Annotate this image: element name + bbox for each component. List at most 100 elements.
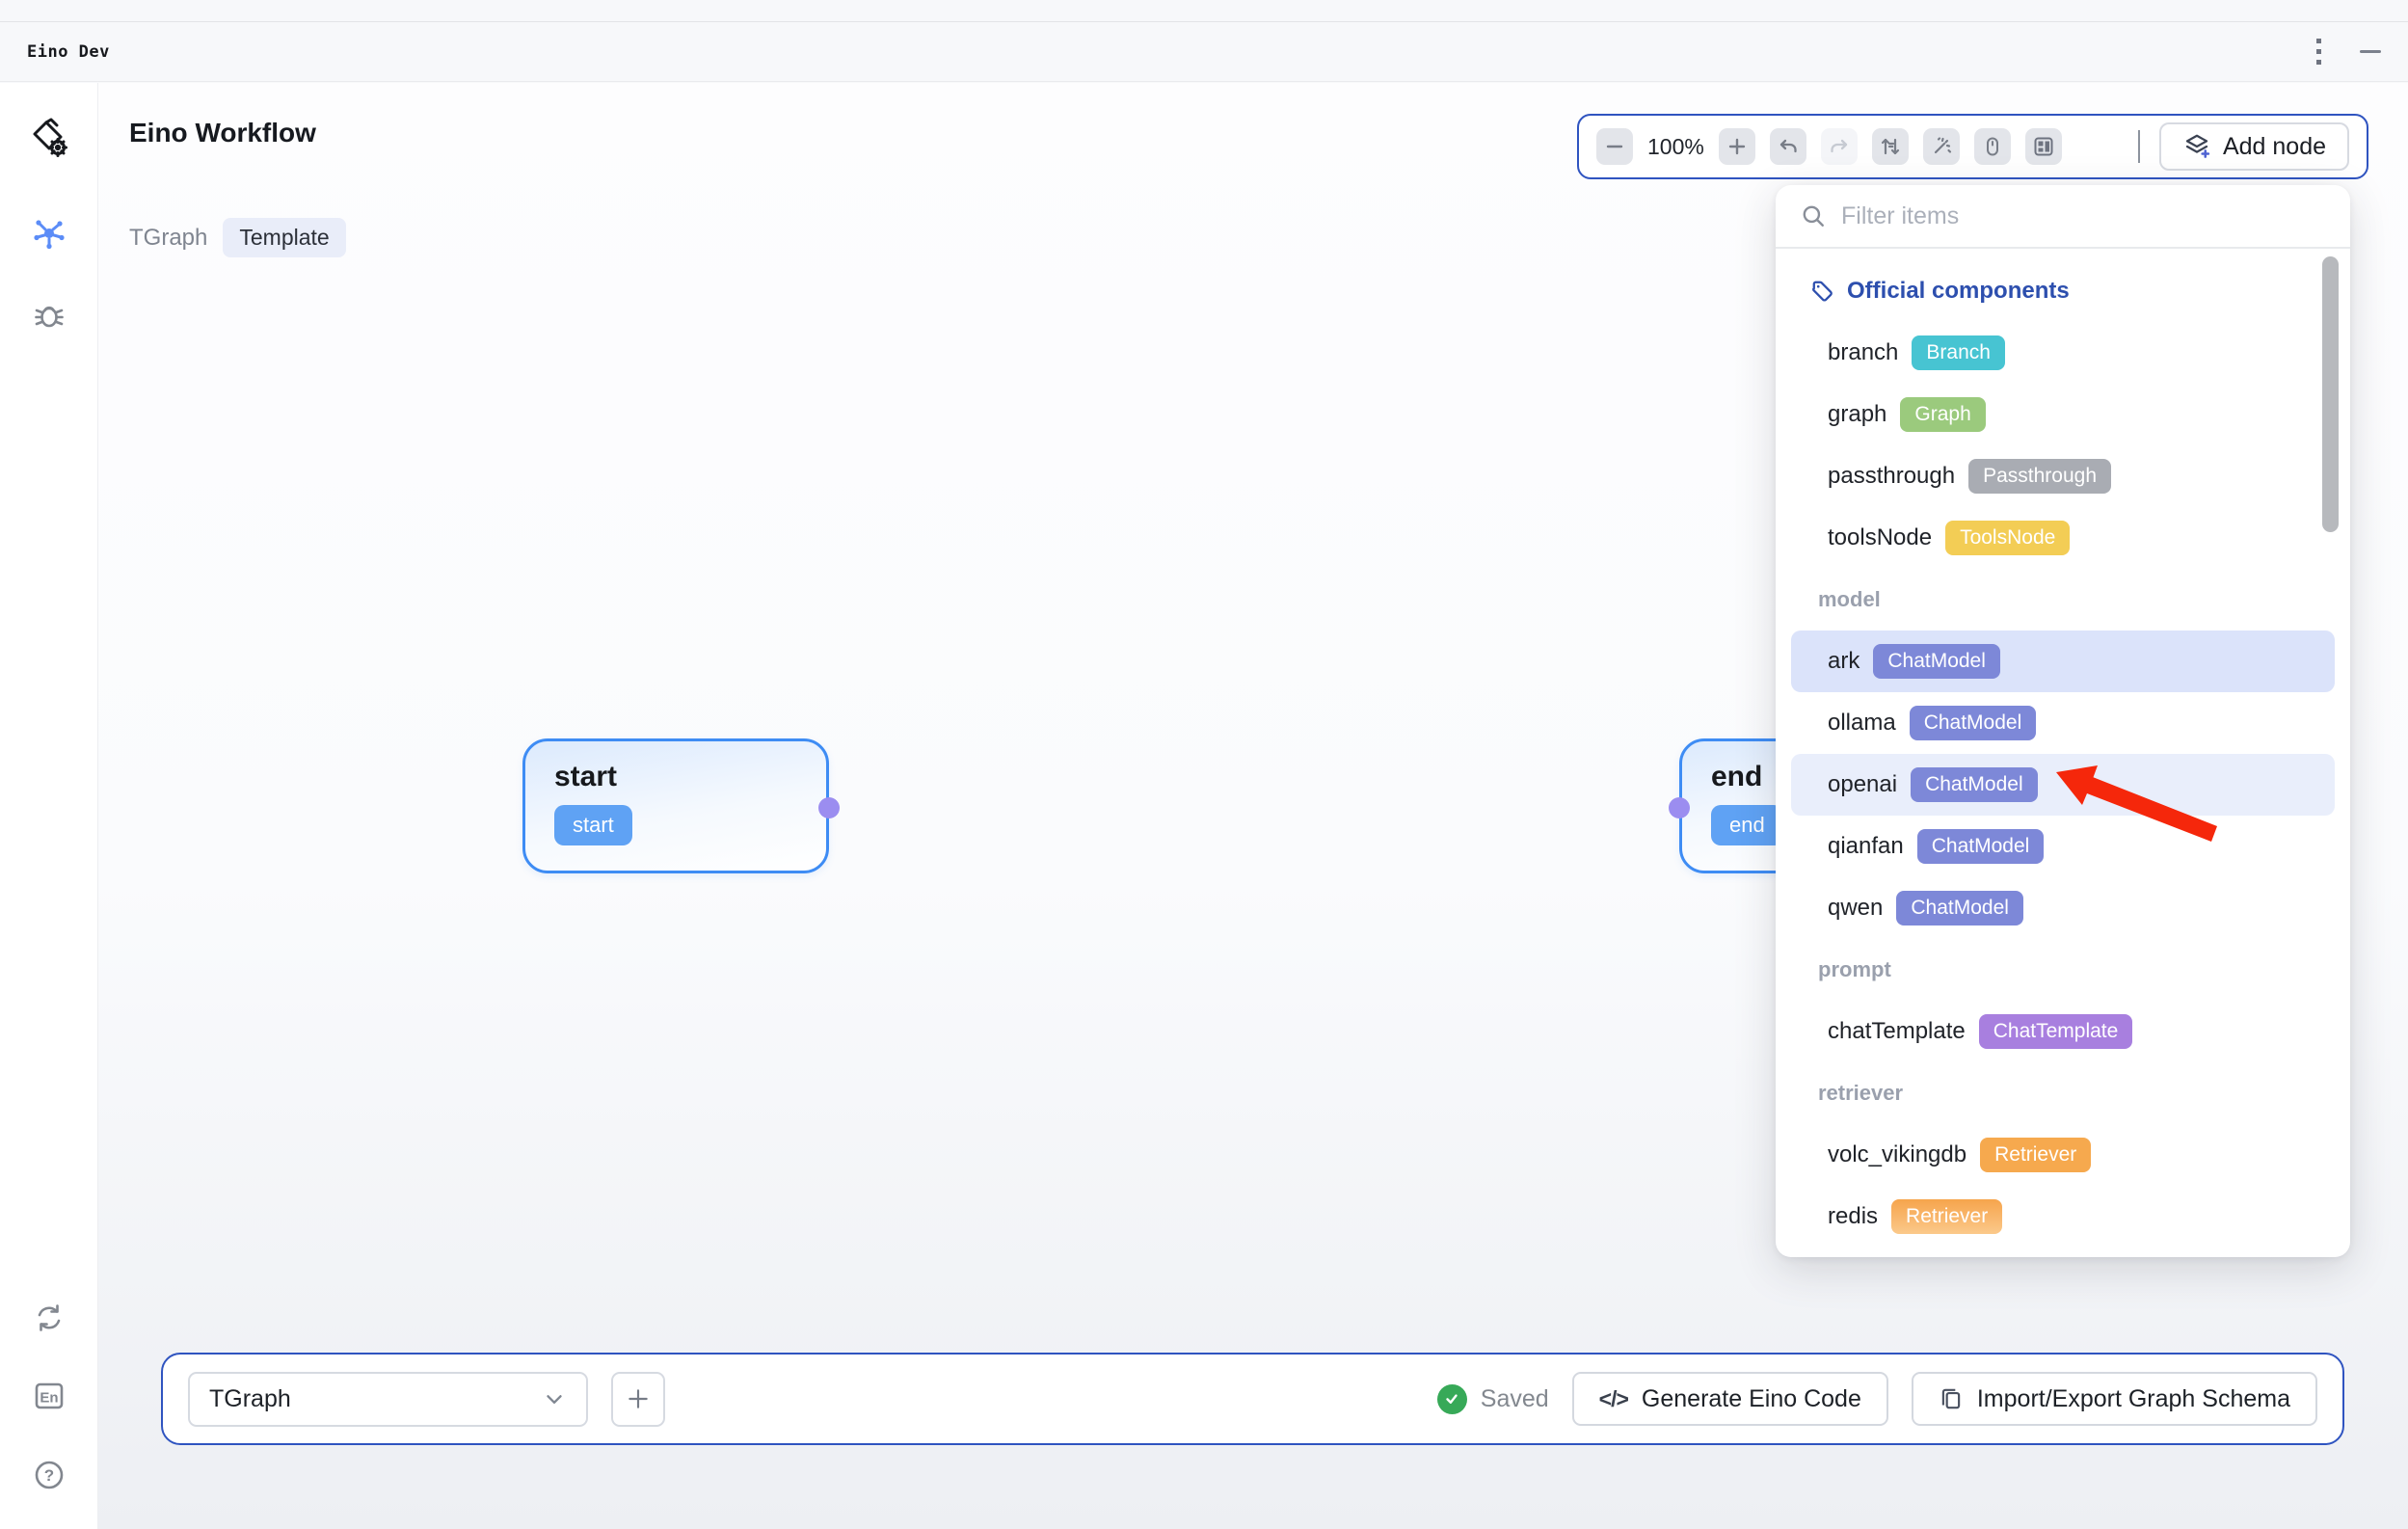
template-badge: Template [223,218,346,257]
generate-code-label: Generate Eino Code [1641,1384,1861,1412]
workflow-select[interactable]: TGraph [188,1371,588,1427]
component-name: openai [1828,771,1898,797]
component-item-chatTemplate[interactable]: chatTemplate ChatTemplate [1791,1001,2335,1062]
add-node-label: Add node [2222,132,2326,160]
refresh-icon[interactable] [33,1301,66,1334]
component-type-badge: ChatModel [1896,891,2023,925]
end-input-port[interactable] [1669,797,1690,818]
minimize-icon[interactable] [2360,50,2381,53]
component-name: branch [1828,339,1899,365]
auto-layout-icon[interactable] [1871,128,1909,165]
mouse-icon[interactable] [1973,128,2011,165]
group-header-model: model [1791,569,2335,630]
svg-text:?: ? [43,1466,53,1485]
component-name: graph [1828,401,1887,427]
zoom-level: 100% [1647,133,1704,159]
component-list: Official components branch Branch graph Grap… [1776,249,2350,1247]
group-label: prompt [1818,957,1891,981]
component-type-badge: Retriever [1891,1199,2003,1234]
component-name: chatTemplate [1828,1018,1966,1044]
add-node-button[interactable]: Add node [2158,122,2349,171]
component-item-redis[interactable]: redis Retriever [1791,1186,2335,1247]
check-icon [1436,1383,1467,1414]
canvas-toolbar: 100% [1577,114,2368,179]
code-icon: </> [1598,1385,1629,1411]
component-type-badge: Branch [1912,335,2005,370]
component-name: qwen [1828,895,1884,921]
start-node-badge: start [554,805,632,845]
official-components-header: Official components [1791,260,2335,322]
component-name: qianfan [1828,833,1904,859]
kebab-menu-icon[interactable] [2313,35,2325,68]
add-workflow-button[interactable] [611,1371,665,1427]
component-name: passthrough [1828,463,1956,489]
group-label: Official components [1847,278,2070,304]
component-name: ark [1828,648,1860,674]
component-type-badge: ChatModel [1916,829,2045,864]
bottom-bar: TGraph Saved </> Generate Eino Code Impo… [161,1353,2344,1445]
component-item-graph[interactable]: graph Graph [1791,384,2335,445]
import-export-button[interactable]: Import/Export Graph Schema [1911,1372,2317,1426]
component-type-badge: ChatTemplate [1978,1014,2133,1049]
app-logo-icon [26,116,72,167]
start-node-title: start [554,761,618,792]
component-type-badge: Passthrough [1968,459,2112,494]
component-item-qwen[interactable]: qwen ChatModel [1791,877,2335,939]
language-icon[interactable]: En [32,1379,67,1413]
component-name: toolsNode [1828,524,1933,550]
svg-text:En: En [40,1390,58,1407]
zoom-in-button[interactable] [1718,128,1755,165]
zoom-out-button[interactable] [1596,128,1633,165]
redo-button[interactable] [1820,128,1858,165]
toolbar-divider [2137,130,2140,163]
save-status-label: Saved [1480,1384,1549,1412]
end-node-title: end [1711,761,1763,792]
panel-scrollbar[interactable] [2322,256,2339,532]
workflow-select-value: TGraph [209,1384,291,1412]
filter-row [1776,185,2350,249]
component-name: redis [1828,1203,1879,1229]
component-item-branch[interactable]: branch Branch [1791,322,2335,384]
component-name: volc_vikingdb [1828,1141,1967,1167]
start-node[interactable]: start start [522,738,840,873]
graph-name-label: TGraph [129,224,208,251]
window-title: Eino Dev [27,41,110,62]
window-titlebar: Eino Dev [0,21,2408,82]
debug-icon[interactable] [32,298,67,333]
chevron-down-icon [547,1395,562,1404]
add-node-icon [2185,134,2210,158]
group-label: model [1818,587,1881,611]
component-type-badge: Retriever [1980,1138,2092,1172]
component-item-volc_vikingdb[interactable]: volc_vikingdb Retriever [1791,1124,2335,1186]
undo-button[interactable] [1769,128,1806,165]
search-icon [1803,205,1824,227]
group-label: retriever [1818,1081,1904,1105]
group-header-prompt: prompt [1791,939,2335,1001]
workflow-icon[interactable] [32,217,67,252]
graph-subheader: TGraph Template [129,218,346,257]
plus-icon [629,1389,648,1408]
component-item-ollama[interactable]: ollama ChatModel [1791,692,2335,754]
generate-code-button[interactable]: </> Generate Eino Code [1571,1372,1888,1426]
component-type-badge: ToolsNode [1945,521,2071,555]
component-type-badge: Graph [1900,397,1986,432]
layout-panels-icon[interactable] [2024,128,2062,165]
page-title: Eino Workflow [129,118,316,148]
component-item-passthrough[interactable]: passthrough Passthrough [1791,445,2335,507]
group-header-retriever: retriever [1791,1062,2335,1124]
component-item-qianfan[interactable]: qianfan ChatModel [1791,816,2335,877]
component-name: ollama [1828,710,1896,736]
filter-input[interactable] [1841,201,2325,230]
component-item-toolsNode[interactable]: toolsNode ToolsNode [1791,507,2335,569]
help-icon[interactable]: ? [32,1458,67,1492]
component-item-ark[interactable]: ark ChatModel [1791,630,2335,692]
sidebar: En ? [0,83,98,1529]
component-type-badge: ChatModel [1909,706,2037,740]
magic-wand-icon[interactable] [1922,128,1960,165]
import-export-label: Import/Export Graph Schema [1976,1384,2290,1412]
component-type-badge: ChatModel [1873,644,2000,679]
tag-icon [1812,281,1833,302]
start-output-port[interactable] [818,797,840,818]
